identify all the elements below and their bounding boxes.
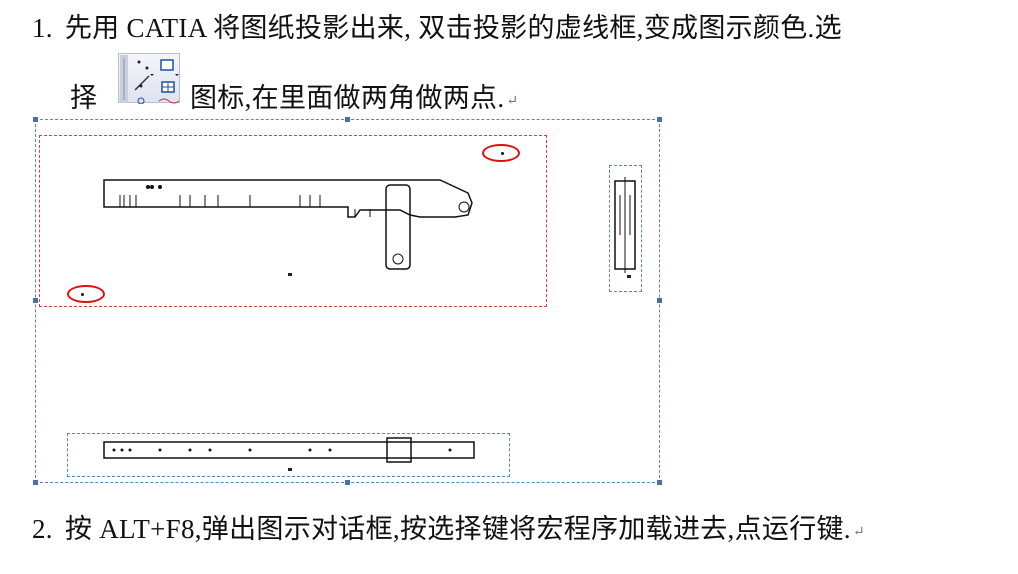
resize-handle-top-right[interactable]: [657, 117, 662, 122]
resize-handle-top-left[interactable]: [33, 117, 38, 122]
resize-handle-bottom-right[interactable]: [657, 480, 662, 485]
front-view-part-outline: [103, 179, 473, 276]
step2-number: 2.: [32, 514, 53, 544]
step2-text: 按 ALT+F8,弹出图示对话框,按选择键将宏程序加载进去,点运行键.: [64, 514, 851, 544]
corner-point-marker-top-right: [482, 144, 520, 162]
step1-text: 先用 CATIA 将图纸投影出来, 双击投影的虚线框,变成图示颜色.选: [64, 13, 842, 43]
top-view-part-outline: [103, 437, 475, 471]
step1-continuation: 择: [70, 76, 97, 115]
resize-handle-middle-left[interactable]: [33, 298, 38, 303]
resize-handle-middle-right[interactable]: [657, 298, 662, 303]
paragraph-mark-icon: ↵: [506, 94, 519, 109]
point-toolbar-icon[interactable]: [118, 53, 180, 105]
resize-handle-bottom-left[interactable]: [33, 480, 38, 485]
step1-text-before-icon: 择: [70, 83, 98, 113]
paragraph-mark-icon: ↵: [852, 525, 865, 540]
resize-handle-top-center[interactable]: [345, 117, 350, 122]
side-view-frame[interactable]: [609, 165, 642, 292]
step1-continuation-after-icon: 图标,在里面做两角做两点.↵: [190, 76, 518, 115]
corner-point-marker-bottom-left: [67, 285, 105, 303]
side-view-part-outline: [614, 177, 636, 278]
step1-text-after-icon: 图标,在里面做两角做两点.: [190, 83, 505, 113]
front-view-frame-selected[interactable]: [39, 135, 547, 307]
step2-line: 2. 按 ALT+F8,弹出图示对话框,按选择键将宏程序加载进去,点运行键.↵: [32, 507, 865, 546]
step1-line: 1. 先用 CATIA 将图纸投影出来, 双击投影的虚线框,变成图示颜色.选: [32, 6, 842, 45]
top-view-frame[interactable]: [67, 433, 510, 477]
resize-handle-bottom-center[interactable]: [345, 480, 350, 485]
step1-number: 1.: [32, 13, 53, 43]
